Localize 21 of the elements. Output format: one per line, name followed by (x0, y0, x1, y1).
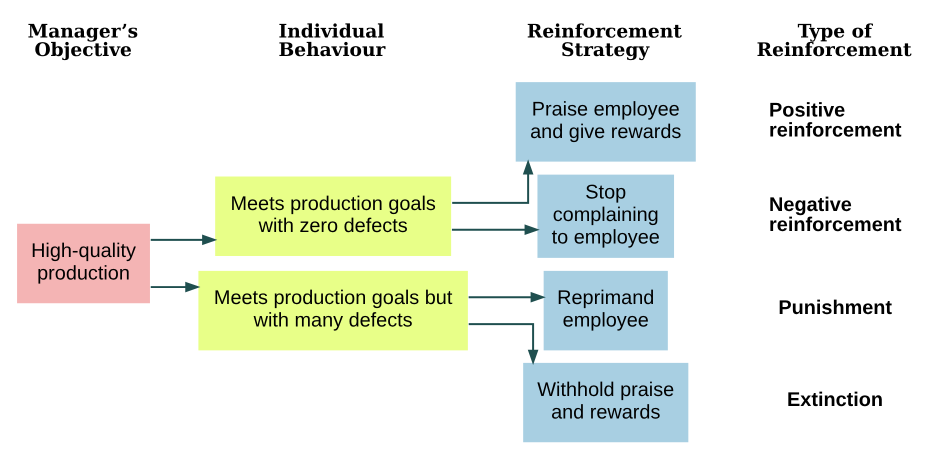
label: Positive reinforcement (768, 100, 901, 142)
node-box: High-quality production (15, 222, 151, 304)
label: Negative reinforcement (768, 194, 901, 236)
arrow (150, 234, 217, 246)
arrow (451, 224, 540, 236)
arrow (468, 292, 546, 303)
label: Individual Behaviour (278, 21, 385, 62)
arrow (150, 282, 200, 292)
label: Punishment (778, 297, 892, 320)
arrow (468, 323, 538, 365)
label: Extinction (786, 389, 883, 412)
node-box: Meets production goals but with many defects (196, 270, 469, 352)
node-box: Withhold praise and rewards (521, 362, 690, 444)
node-box: Meets production goals with zero defects (213, 175, 452, 258)
node-box: Stop complaining to employee (536, 173, 675, 260)
label: Reinforcement Strategy (526, 21, 682, 62)
label: Type of Reinforcement (756, 21, 912, 62)
node-box: Praise employee and give rewards (514, 80, 697, 163)
node-box: Reprimand employee (542, 270, 669, 352)
label: Manager’s Objective (27, 21, 138, 62)
arrow (452, 159, 533, 204)
